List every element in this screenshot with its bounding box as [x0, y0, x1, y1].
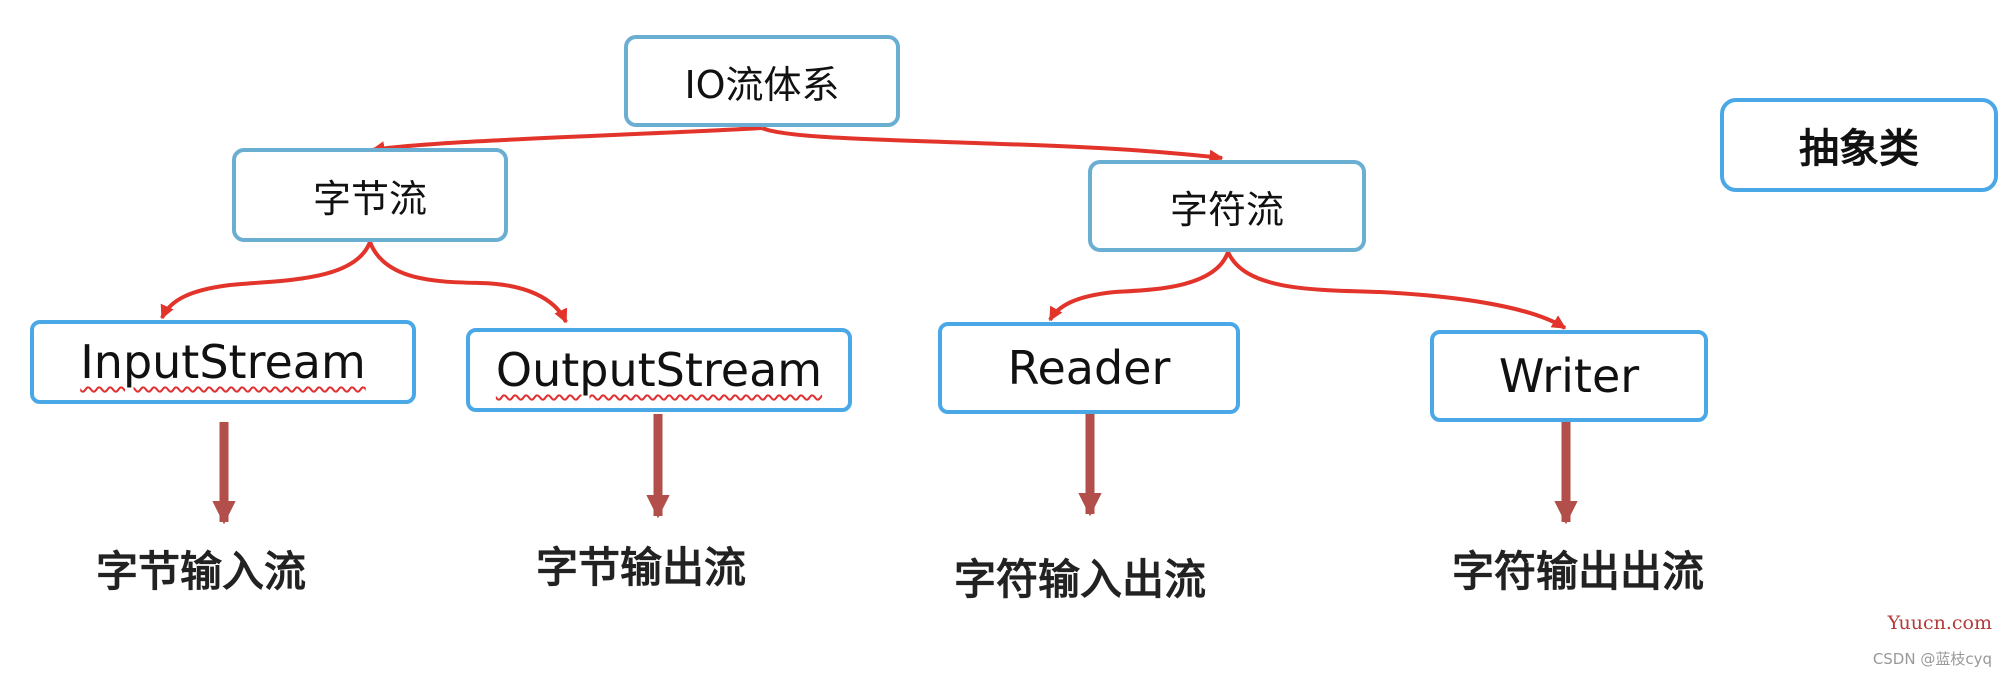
root-node: IO流体系: [624, 35, 900, 127]
inputstream-description: 字节输入流: [96, 547, 307, 596]
watermark-site: Yuucn.com: [1887, 612, 1992, 634]
root-label: IO流体系: [684, 62, 840, 107]
writer-node: Writer: [1430, 330, 1708, 422]
outputstream-node: OutputStream: [466, 328, 852, 412]
writer-label: Writer: [1498, 349, 1640, 403]
writer-description: 字符输出出流: [1452, 547, 1705, 596]
reader-description: 字符输入出流: [954, 555, 1207, 604]
legend-abstract-class: 抽象类: [1720, 98, 1998, 192]
char-stream-label: 字符流: [1169, 187, 1284, 232]
reader-label: Reader: [1007, 341, 1171, 395]
edge-byte-to-outputstream: [368, 241, 568, 324]
edge-root-to-byte-stream: [370, 126, 763, 156]
watermark-author: CSDN @蓝枝cyq: [1872, 650, 1992, 668]
edge-char-to-writer: [1226, 251, 1567, 330]
byte-stream-node: 字节流: [232, 148, 508, 242]
inputstream-node: InputStream: [30, 320, 416, 404]
inputstream-label: InputStream: [80, 335, 366, 389]
edge-root-to-char-stream: [761, 126, 1224, 164]
byte-stream-label: 字节流: [312, 176, 427, 221]
reader-node: Reader: [938, 322, 1240, 414]
outputstream-description: 字节输出流: [536, 543, 747, 592]
legend-label: 抽象类: [1799, 126, 1919, 172]
char-stream-node: 字符流: [1088, 160, 1366, 252]
outputstream-label: OutputStream: [495, 343, 823, 397]
edge-char-to-reader: [1048, 251, 1230, 322]
edge-byte-to-inputstream: [160, 241, 372, 320]
